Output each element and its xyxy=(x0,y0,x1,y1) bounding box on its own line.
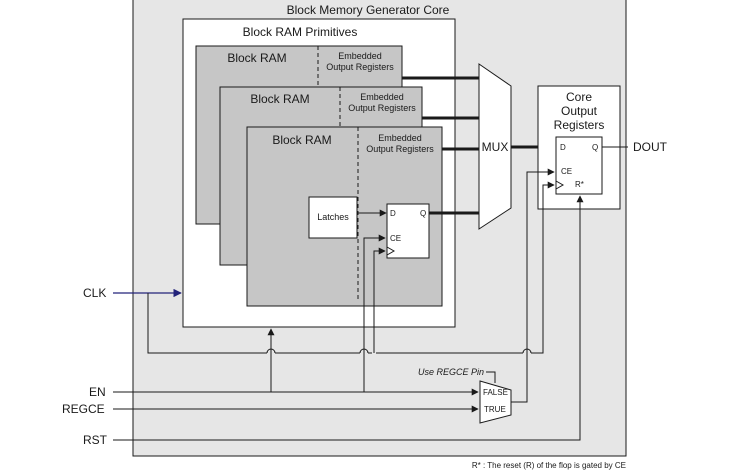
core-regs-label-1: Core xyxy=(566,90,592,104)
regce-label: REGCE xyxy=(62,402,105,416)
block-ram-3-embedded-1: Embedded xyxy=(378,133,422,143)
embedded-reg-q: Q xyxy=(420,209,426,218)
embedded-reg-d: D xyxy=(390,209,396,218)
embedded-register xyxy=(386,203,430,259)
core-regs-label-3: Registers xyxy=(554,118,605,132)
embedded-reg-ce: CE xyxy=(390,234,401,243)
regce-mux xyxy=(479,380,512,424)
latches-box xyxy=(308,196,358,239)
output-mux xyxy=(478,63,512,230)
block-ram-2-embedded-1: Embedded xyxy=(360,92,404,102)
core-reg-d: D xyxy=(560,143,566,152)
core-regs-label-2: Output xyxy=(561,104,598,118)
mux-label: MUX xyxy=(482,140,509,154)
block-ram-2-label: Block RAM xyxy=(250,92,309,106)
core-reg-ce: CE xyxy=(561,167,572,176)
rst-label: RST xyxy=(83,433,108,447)
block-ram-2-embedded-2: Output Registers xyxy=(348,103,416,113)
core-reg-q: Q xyxy=(592,143,598,152)
latches-label: Latches xyxy=(317,212,349,222)
regce-mux-title: Use REGCE Pin xyxy=(418,367,484,377)
core-title: Block Memory Generator Core xyxy=(287,3,450,17)
core-register xyxy=(555,136,603,195)
dout-label: DOUT xyxy=(633,140,668,154)
core-reg-clock-triangle xyxy=(555,180,565,190)
clk-label: CLK xyxy=(83,286,106,300)
core-reg-r: R* xyxy=(575,180,584,189)
reset-footnote: R* : The reset (R) of the flop is gated … xyxy=(472,461,626,470)
block-ram-3-label: Block RAM xyxy=(272,133,331,147)
block-ram-1-label: Block RAM xyxy=(227,51,286,65)
en-label: EN xyxy=(89,385,106,399)
regce-mux-true: TRUE xyxy=(484,405,506,414)
primitives-title: Block RAM Primitives xyxy=(243,25,358,39)
block-ram-3-embedded-2: Output Registers xyxy=(366,144,434,154)
block-ram-1-embedded-1: Embedded xyxy=(338,51,382,61)
embedded-reg-clock-triangle xyxy=(386,246,396,256)
regce-mux-false: FALSE xyxy=(483,388,508,397)
block-ram-1-embedded-2: Output Registers xyxy=(326,62,394,72)
